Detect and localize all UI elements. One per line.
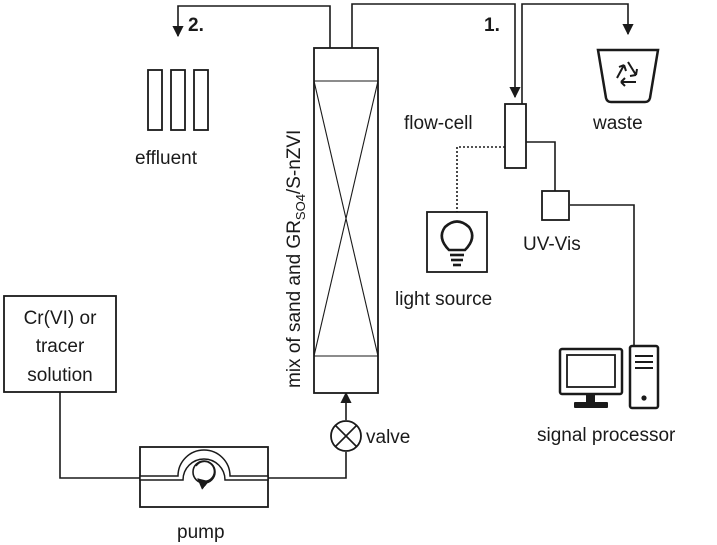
flow-cell[interactable] [504, 103, 527, 169]
column-label: mix of sand and GRSO4/S-nZVI [284, 130, 308, 388]
tube-column-to-flowcell [351, 3, 521, 99]
tube-column-to-effluent [172, 5, 331, 48]
cable-uvvis-to-processor [570, 204, 635, 346]
flow-cell-label: flow-cell [404, 113, 473, 134]
uv-vis-label: UV-Vis [523, 234, 581, 255]
column-label-subscript: SO4 [293, 194, 308, 220]
valve[interactable] [330, 420, 362, 452]
rotation-arrow-icon [195, 460, 216, 490]
valve-label: valve [366, 427, 410, 448]
collection-tubes-icon [147, 69, 163, 131]
pump[interactable] [139, 446, 269, 508]
tube-solution-to-pump [59, 392, 140, 479]
light-bulb-icon [440, 220, 474, 267]
light-source-label: light source [395, 289, 492, 310]
cable-flowcell-to-uvvis [526, 141, 556, 191]
peristaltic-pump-icon [139, 449, 269, 481]
column-packing-cross [313, 80, 379, 357]
column-label-main: mix of sand and GR [284, 220, 305, 388]
computer-icon[interactable] [558, 344, 660, 410]
waste-label: waste [592, 113, 643, 134]
pump-label: pump [177, 522, 225, 543]
uv-vis-detector[interactable] [541, 190, 570, 221]
valve-cross [334, 424, 358, 448]
effluent-label: effluent [135, 148, 198, 169]
solution-label-line2: tracer [36, 336, 85, 357]
collection-tube [170, 69, 186, 131]
step-1-label: 1. [484, 15, 500, 36]
solution-label-line1: Cr(VI) or [24, 308, 98, 329]
optical-light-path [456, 146, 505, 212]
light-source[interactable] [426, 211, 488, 273]
tubing-lines [59, 3, 635, 479]
tube-pump-to-valve [268, 452, 347, 479]
tube-flowcell-to-waste [521, 3, 634, 104]
solution-label-line3: solution [27, 365, 93, 386]
effluent-tubes [147, 69, 209, 131]
column-label-suffix: /S-nZVI [284, 130, 305, 194]
column [313, 47, 379, 394]
recycle-bin-icon [596, 48, 660, 104]
solution-box [3, 295, 117, 393]
collection-tube [193, 69, 209, 131]
signal-processor-label: signal processor [537, 425, 676, 446]
step-2-label: 2. [188, 15, 204, 36]
